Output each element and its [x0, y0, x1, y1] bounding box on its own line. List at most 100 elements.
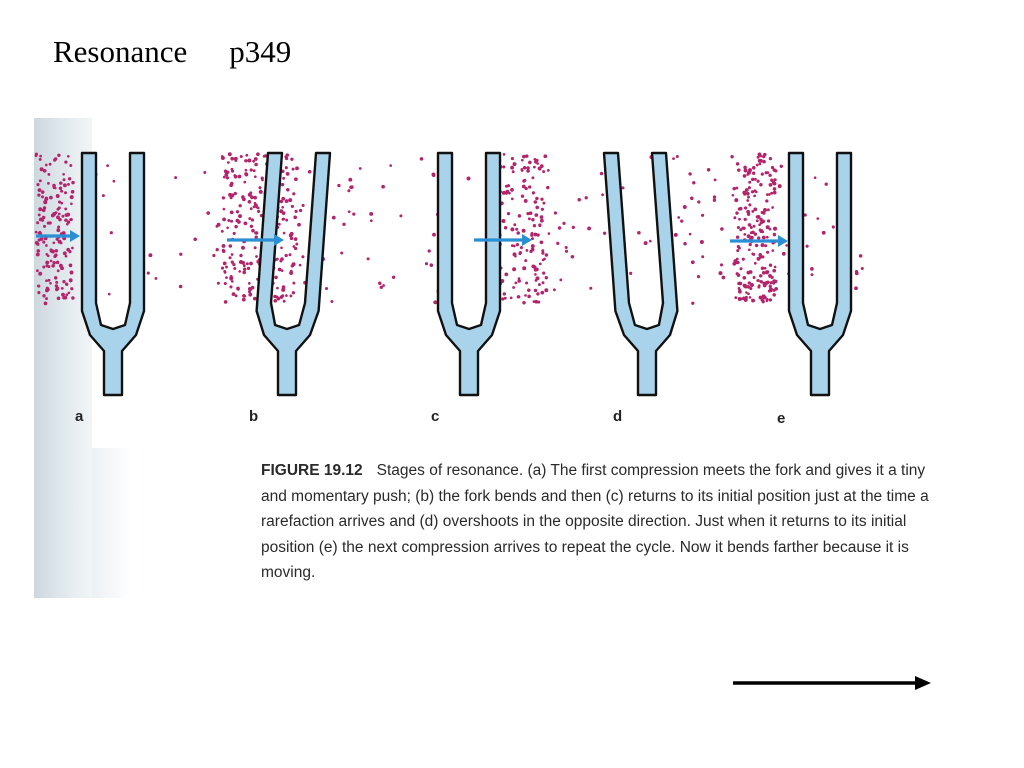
air-molecule-dot	[682, 205, 687, 209]
air-molecule-dot	[746, 234, 751, 239]
air-molecule-dot	[220, 155, 224, 159]
air-molecule-dot	[508, 191, 511, 195]
air-molecule-dot	[526, 169, 530, 173]
air-molecule-dot	[391, 275, 396, 279]
air-molecule-dot	[599, 171, 604, 176]
air-molecule-dot	[56, 269, 60, 273]
air-molecule-dot	[66, 154, 70, 158]
air-molecule-dot	[298, 208, 303, 213]
air-molecule-dot	[67, 177, 72, 181]
air-molecule-dot	[512, 244, 516, 248]
air-molecule-dot	[260, 176, 264, 180]
air-molecule-dot	[530, 233, 534, 237]
air-molecule-dot	[512, 267, 517, 272]
air-molecule-dot	[810, 267, 814, 271]
air-molecule-dot	[227, 161, 230, 164]
air-molecule-dot	[712, 195, 717, 199]
air-molecule-dot	[244, 172, 249, 177]
air-molecule-dot	[68, 263, 73, 268]
air-molecule-dot	[743, 192, 747, 196]
air-molecule-dot	[242, 270, 247, 275]
air-molecule-dot	[772, 168, 776, 172]
air-molecule-dot	[179, 252, 183, 256]
air-molecule-dot	[749, 226, 753, 229]
air-molecule-dot	[761, 270, 766, 275]
air-molecule-dot	[229, 274, 233, 279]
air-molecule-dot	[767, 193, 771, 196]
air-molecule-dot	[532, 265, 537, 269]
air-molecule-dot	[524, 294, 527, 297]
air-molecule-dot	[760, 172, 764, 176]
air-molecule-dot	[771, 180, 776, 185]
air-molecule-dot	[42, 168, 47, 173]
air-molecule-dot	[520, 169, 524, 172]
air-molecule-dot	[528, 160, 532, 165]
air-molecule-dot	[66, 220, 71, 224]
air-molecule-dot	[347, 189, 351, 193]
air-molecule-dot	[759, 159, 763, 163]
air-molecule-dot	[290, 205, 294, 208]
air-molecule-dot	[48, 221, 52, 225]
air-molecule-dot	[275, 295, 279, 299]
air-molecule-dot	[533, 165, 536, 169]
air-molecule-dot	[512, 252, 517, 257]
air-molecule-dot	[63, 295, 68, 300]
air-molecule-dot	[254, 162, 258, 167]
tuning-fork-e	[787, 151, 853, 397]
air-molecule-dot	[42, 294, 46, 298]
air-molecule-dot	[743, 168, 748, 173]
air-molecule-dot	[429, 263, 434, 267]
air-molecule-dot	[52, 186, 56, 190]
air-molecule-dot	[54, 249, 59, 253]
air-molecule-dot	[762, 211, 766, 215]
air-molecule-dot	[589, 286, 593, 290]
air-molecule-dot	[223, 271, 227, 274]
air-molecule-dot	[737, 246, 741, 250]
air-molecule-dot	[536, 162, 540, 165]
air-molecule-dot	[369, 219, 373, 223]
air-molecule-dot	[64, 213, 68, 217]
air-molecule-dot	[233, 191, 237, 196]
air-molecule-dot	[34, 154, 38, 158]
air-molecule-dot	[349, 185, 353, 189]
air-molecule-dot	[238, 204, 242, 208]
air-molecule-dot	[55, 260, 60, 265]
push-arrow-icon	[36, 230, 80, 242]
air-molecule-dot	[279, 259, 283, 263]
air-molecule-dot	[760, 243, 765, 248]
air-molecule-dot	[541, 258, 545, 262]
air-molecule-dot	[764, 280, 769, 285]
air-molecule-dot	[432, 173, 436, 178]
air-molecule-dot	[757, 279, 760, 282]
air-molecule-dot	[297, 222, 301, 227]
air-molecule-dot	[55, 194, 60, 198]
air-molecule-dot	[688, 172, 692, 176]
air-molecule-dot	[527, 288, 531, 292]
air-molecule-dot	[755, 190, 758, 194]
air-molecule-dot	[530, 244, 535, 249]
air-molecule-dot	[535, 267, 539, 272]
air-molecule-dot	[577, 197, 581, 202]
air-molecule-dot	[307, 170, 312, 174]
air-molecule-dot	[249, 287, 253, 291]
air-molecule-dot	[230, 156, 235, 161]
air-molecule-dot	[772, 187, 777, 191]
air-molecule-dot	[720, 227, 724, 231]
air-molecule-dot	[756, 214, 761, 219]
air-molecule-dot	[293, 246, 298, 251]
air-molecule-dot	[771, 206, 774, 209]
air-molecule-dot	[38, 157, 42, 161]
air-molecule-dot	[768, 263, 773, 267]
air-molecule-dot	[36, 249, 41, 253]
air-molecule-dot	[503, 296, 507, 300]
air-molecule-dot	[542, 170, 546, 174]
air-molecule-dot	[281, 205, 285, 209]
air-molecule-dot	[601, 193, 604, 197]
air-molecule-dot	[331, 215, 336, 220]
air-molecule-dot	[735, 162, 740, 166]
air-molecule-dot	[233, 174, 237, 177]
air-molecule-dot	[553, 211, 558, 215]
air-molecule-dot	[858, 254, 863, 258]
air-molecule-dot	[743, 217, 747, 222]
